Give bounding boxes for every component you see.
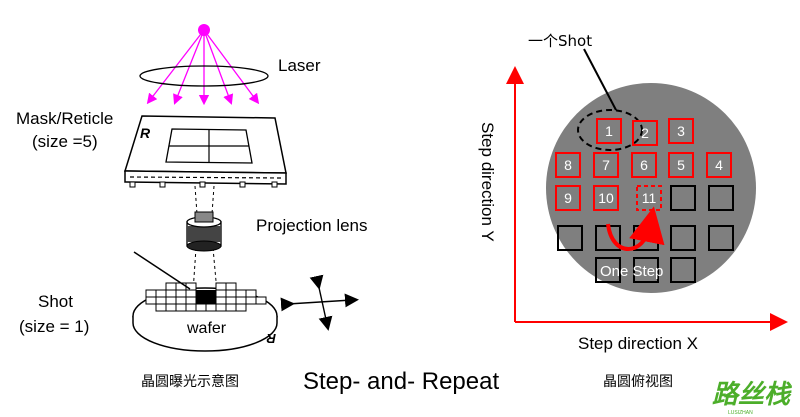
- shot-number-label: 11: [642, 190, 657, 206]
- shot-8: [555, 152, 581, 178]
- lens-label: Projection lens: [256, 216, 368, 235]
- x-axis-label: Step direction X: [578, 334, 698, 353]
- shot-number-label: 3: [677, 123, 685, 139]
- laser-label: Laser: [278, 56, 321, 75]
- shot-2: [632, 120, 658, 146]
- mask-reticle: R: [123, 115, 287, 188]
- shot-5: [668, 152, 694, 178]
- shot-7: [593, 152, 619, 178]
- shot-9: [555, 185, 581, 211]
- shot-10: [593, 185, 619, 211]
- mask-label-line2: (size =5): [32, 132, 98, 151]
- shot-empty: [670, 185, 696, 211]
- stage-move-arrows-icon: [280, 274, 359, 331]
- shot-empty: [557, 225, 583, 251]
- shot-number-label: 9: [564, 190, 572, 206]
- one-step-label: One Step: [600, 263, 663, 280]
- shot-number-label: 7: [602, 157, 610, 173]
- shot-empty: [595, 257, 621, 283]
- shot-empty: [670, 225, 696, 251]
- shot-number-label: 10: [598, 190, 614, 206]
- shot-number-label: 4: [715, 157, 723, 173]
- mask-letter: R: [140, 125, 151, 141]
- shot-pointer-line: [133, 251, 191, 290]
- shot-label-line1: Shot: [38, 292, 73, 311]
- shot-4: [706, 152, 732, 178]
- watermark-logo: 路丝栈 LUSIZHAN: [712, 380, 792, 416]
- shot-number-label: 2: [641, 125, 649, 141]
- wafer-label: wafer: [186, 320, 227, 337]
- wafer-die-grid: [145, 282, 267, 312]
- shot-empty: [708, 185, 734, 211]
- axes: [506, 66, 788, 331]
- watermark-sub: LUSIZHAN: [728, 410, 753, 416]
- shot-callout-label: 一个Shot: [528, 32, 592, 50]
- shot-number-label: 8: [564, 157, 572, 173]
- left-caption: 晶圆曝光示意图: [141, 373, 239, 390]
- wafer-top-view: [546, 83, 756, 293]
- shot-empty: [633, 257, 659, 283]
- step-arrow-icon: [606, 206, 665, 251]
- wafer-letter: R: [266, 331, 276, 346]
- shot-label-line2: (size = 1): [19, 317, 89, 336]
- shot-empty: [708, 225, 734, 251]
- laser-source: [139, 24, 269, 106]
- projection-lens: [186, 211, 222, 252]
- shot-grid: 1 2 3 8 7 6 5 4 9 10 11: [555, 118, 734, 283]
- y-axis-label: Step direction Y: [478, 122, 497, 242]
- shot-number-label: 1: [605, 123, 613, 139]
- shot-callout-pointer: [583, 48, 617, 111]
- shot-number-label: 5: [677, 157, 685, 173]
- shot-1: [596, 118, 622, 144]
- watermark-text: 路丝栈: [712, 380, 792, 410]
- mask-label-line1: Mask/Reticle: [16, 109, 113, 128]
- shot-6: [631, 152, 657, 178]
- shot-number-label: 6: [640, 157, 648, 173]
- shot-empty: [670, 257, 696, 283]
- shot-3: [668, 118, 694, 144]
- right-caption: 晶圆俯视图: [603, 374, 673, 390]
- shot-callout-ellipse: [577, 109, 643, 151]
- wafer: wafer R: [132, 282, 278, 352]
- exposed-shot-die: [196, 290, 216, 304]
- center-caption: Step- and- Repeat: [303, 368, 499, 395]
